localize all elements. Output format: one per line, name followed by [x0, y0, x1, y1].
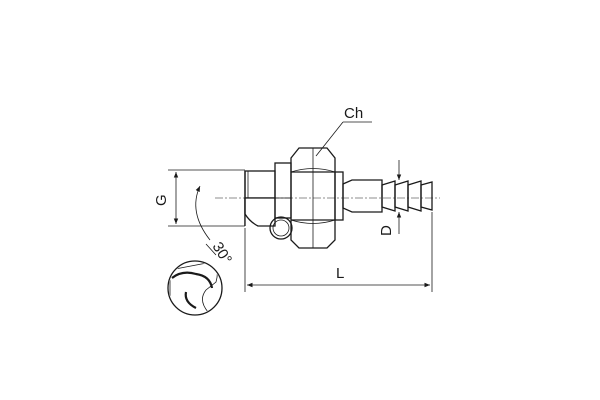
thread-stud	[244, 170, 276, 227]
hex-leader: Ch	[315, 105, 372, 157]
fitting-body	[215, 147, 440, 249]
length-dimension: L	[244, 212, 433, 292]
collar	[334, 171, 344, 221]
thread-label: G	[153, 194, 170, 206]
hose-barb	[342, 179, 433, 213]
length-label: L	[336, 265, 344, 282]
sealing-ring	[269, 216, 293, 240]
shoulder	[274, 162, 292, 219]
hose-diameter-label: D	[378, 225, 395, 236]
thread-dimension: G	[153, 169, 245, 227]
angle-label: 30°	[209, 239, 235, 267]
seal-detail-view	[167, 260, 223, 316]
hose-diameter-dimension: D	[378, 160, 402, 236]
hex-label: Ch	[344, 105, 363, 122]
